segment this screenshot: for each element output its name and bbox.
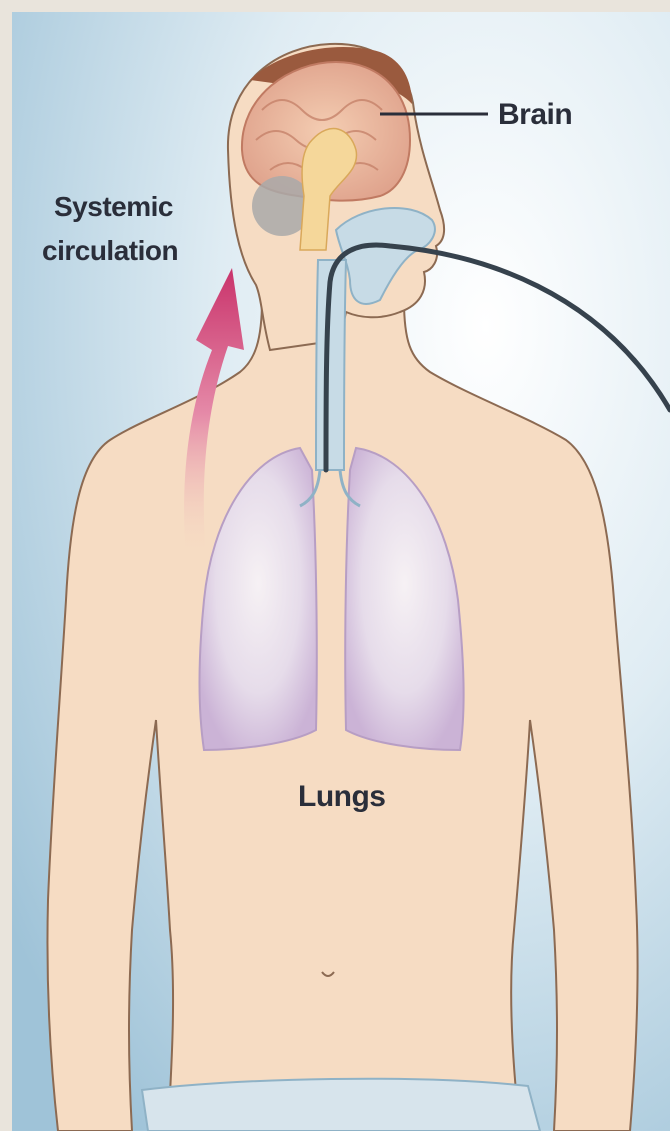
systemic-circulation-label-line1: Systemic [54,191,173,222]
waistband [142,1079,540,1131]
brain-label: Brain [498,98,572,131]
systemic-circulation-label-line2: circulation [42,235,178,266]
lungs-label: Lungs [298,780,386,813]
